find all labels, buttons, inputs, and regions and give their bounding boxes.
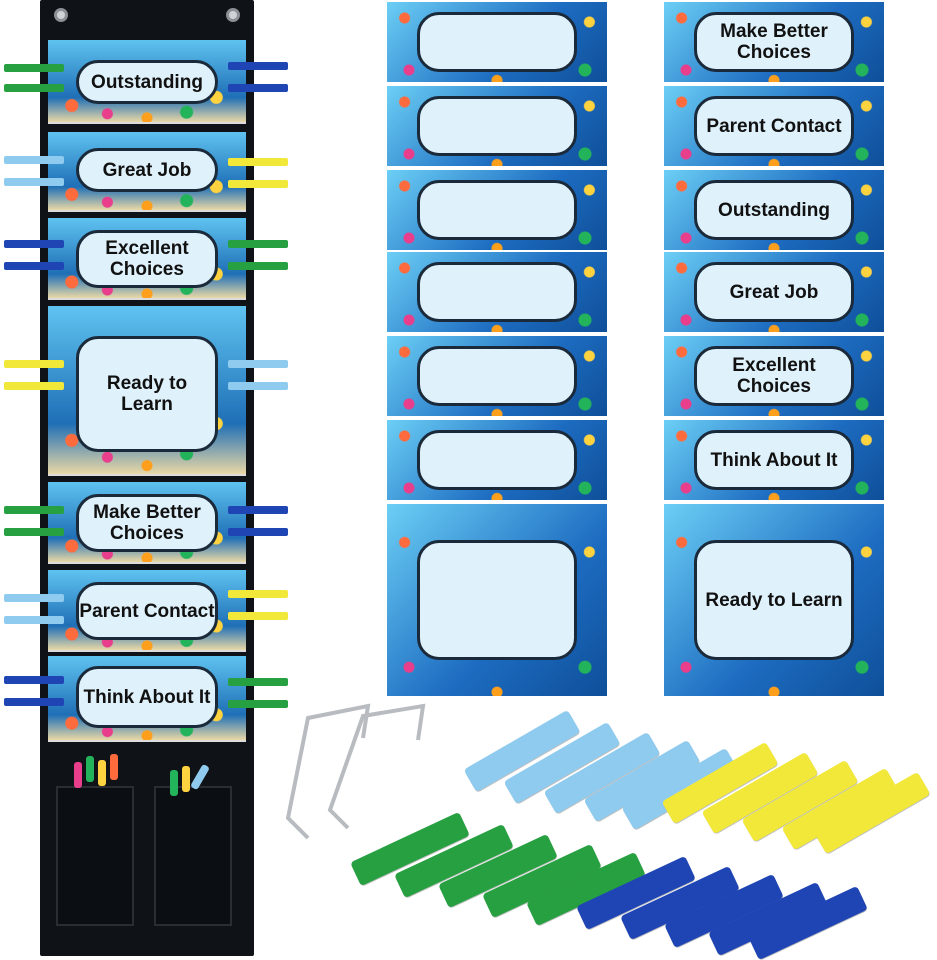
card-label: Great Job bbox=[694, 262, 854, 322]
marker bbox=[110, 754, 118, 780]
clip-yellow bbox=[228, 158, 288, 166]
clip-yellow bbox=[4, 360, 64, 368]
clip-light-blue bbox=[4, 594, 64, 602]
marker bbox=[170, 770, 178, 796]
storage-pocket-right bbox=[154, 786, 232, 926]
grommet-right bbox=[226, 8, 240, 22]
blank-card bbox=[387, 86, 607, 166]
label-card: Outstanding bbox=[664, 170, 884, 250]
pocket-label: Make Better Choices bbox=[76, 494, 218, 552]
clip-blue bbox=[4, 676, 64, 684]
clip-green bbox=[4, 506, 64, 514]
pocket-label: Think About It bbox=[76, 666, 218, 728]
pocket-label: Great Job bbox=[76, 148, 218, 192]
clip-light-blue bbox=[228, 360, 288, 368]
pocket-excellent-choices: Excellent Choices bbox=[48, 218, 246, 300]
blank-card-large bbox=[387, 504, 607, 696]
clip-light-blue bbox=[228, 382, 288, 390]
pocket-think-about-it: Think About It bbox=[48, 656, 246, 742]
clip-yellow bbox=[228, 590, 288, 598]
clip-blue bbox=[228, 62, 288, 70]
pocket-outstanding: Outstanding bbox=[48, 40, 246, 124]
marker bbox=[74, 762, 82, 788]
clip-light-blue bbox=[4, 616, 64, 624]
clip-blue bbox=[228, 84, 288, 92]
clip-green bbox=[228, 240, 288, 248]
marker bbox=[182, 766, 190, 792]
card-label: Make Better Choices bbox=[694, 12, 854, 72]
blank-card bbox=[387, 2, 607, 82]
card-label: Think About It bbox=[694, 430, 854, 490]
pocket-great-job: Great Job bbox=[48, 132, 246, 212]
clip-blue bbox=[4, 240, 64, 248]
grommet-left bbox=[54, 8, 68, 22]
clip-light-blue bbox=[4, 178, 64, 186]
clip-green bbox=[4, 64, 64, 72]
clip-blue bbox=[228, 506, 288, 514]
clip-green bbox=[228, 262, 288, 270]
label-card: Parent Contact bbox=[664, 86, 884, 166]
label-card: Make Better Choices bbox=[664, 2, 884, 82]
card-label: Outstanding bbox=[694, 180, 854, 240]
clip-green bbox=[4, 528, 64, 536]
clip-yellow bbox=[4, 382, 64, 390]
clip-green bbox=[4, 84, 64, 92]
pocket-label: Excellent Choices bbox=[76, 230, 218, 288]
blank-card bbox=[387, 420, 607, 500]
clip-blue bbox=[228, 528, 288, 536]
label-card: Think About It bbox=[664, 420, 884, 500]
clip-blue bbox=[4, 262, 64, 270]
pocket-label: Outstanding bbox=[76, 60, 218, 104]
clip-yellow bbox=[228, 180, 288, 188]
clip-yellow bbox=[228, 612, 288, 620]
door-hooks bbox=[285, 703, 426, 840]
marker bbox=[98, 760, 106, 786]
pocket-make-better-choices: Make Better Choices bbox=[48, 482, 246, 564]
label-card: Excellent Choices bbox=[664, 336, 884, 416]
card-label: Parent Contact bbox=[694, 96, 854, 156]
pocket-parent-contact: Parent Contact bbox=[48, 570, 246, 652]
hook-right bbox=[327, 703, 426, 830]
clip-blue bbox=[4, 698, 64, 706]
blank-card bbox=[387, 170, 607, 250]
clip-green bbox=[228, 678, 288, 686]
clip-green bbox=[228, 700, 288, 708]
storage-pocket-left bbox=[56, 786, 134, 926]
label-card-large: Ready to Learn bbox=[664, 504, 884, 696]
hanging-pocket-chart: Outstanding Great Job Excellent Choices … bbox=[40, 0, 254, 956]
blank-card bbox=[387, 252, 607, 332]
label-card: Great Job bbox=[664, 252, 884, 332]
hook-left bbox=[285, 703, 371, 840]
card-label: Excellent Choices bbox=[694, 346, 854, 406]
clip-light-blue bbox=[4, 156, 64, 164]
marker bbox=[86, 756, 94, 782]
blank-card bbox=[387, 336, 607, 416]
pocket-label: Ready to Learn bbox=[76, 336, 218, 452]
pocket-label: Parent Contact bbox=[76, 582, 218, 640]
pocket-ready-to-learn: Ready to Learn bbox=[48, 306, 246, 476]
card-label: Ready to Learn bbox=[694, 540, 854, 660]
